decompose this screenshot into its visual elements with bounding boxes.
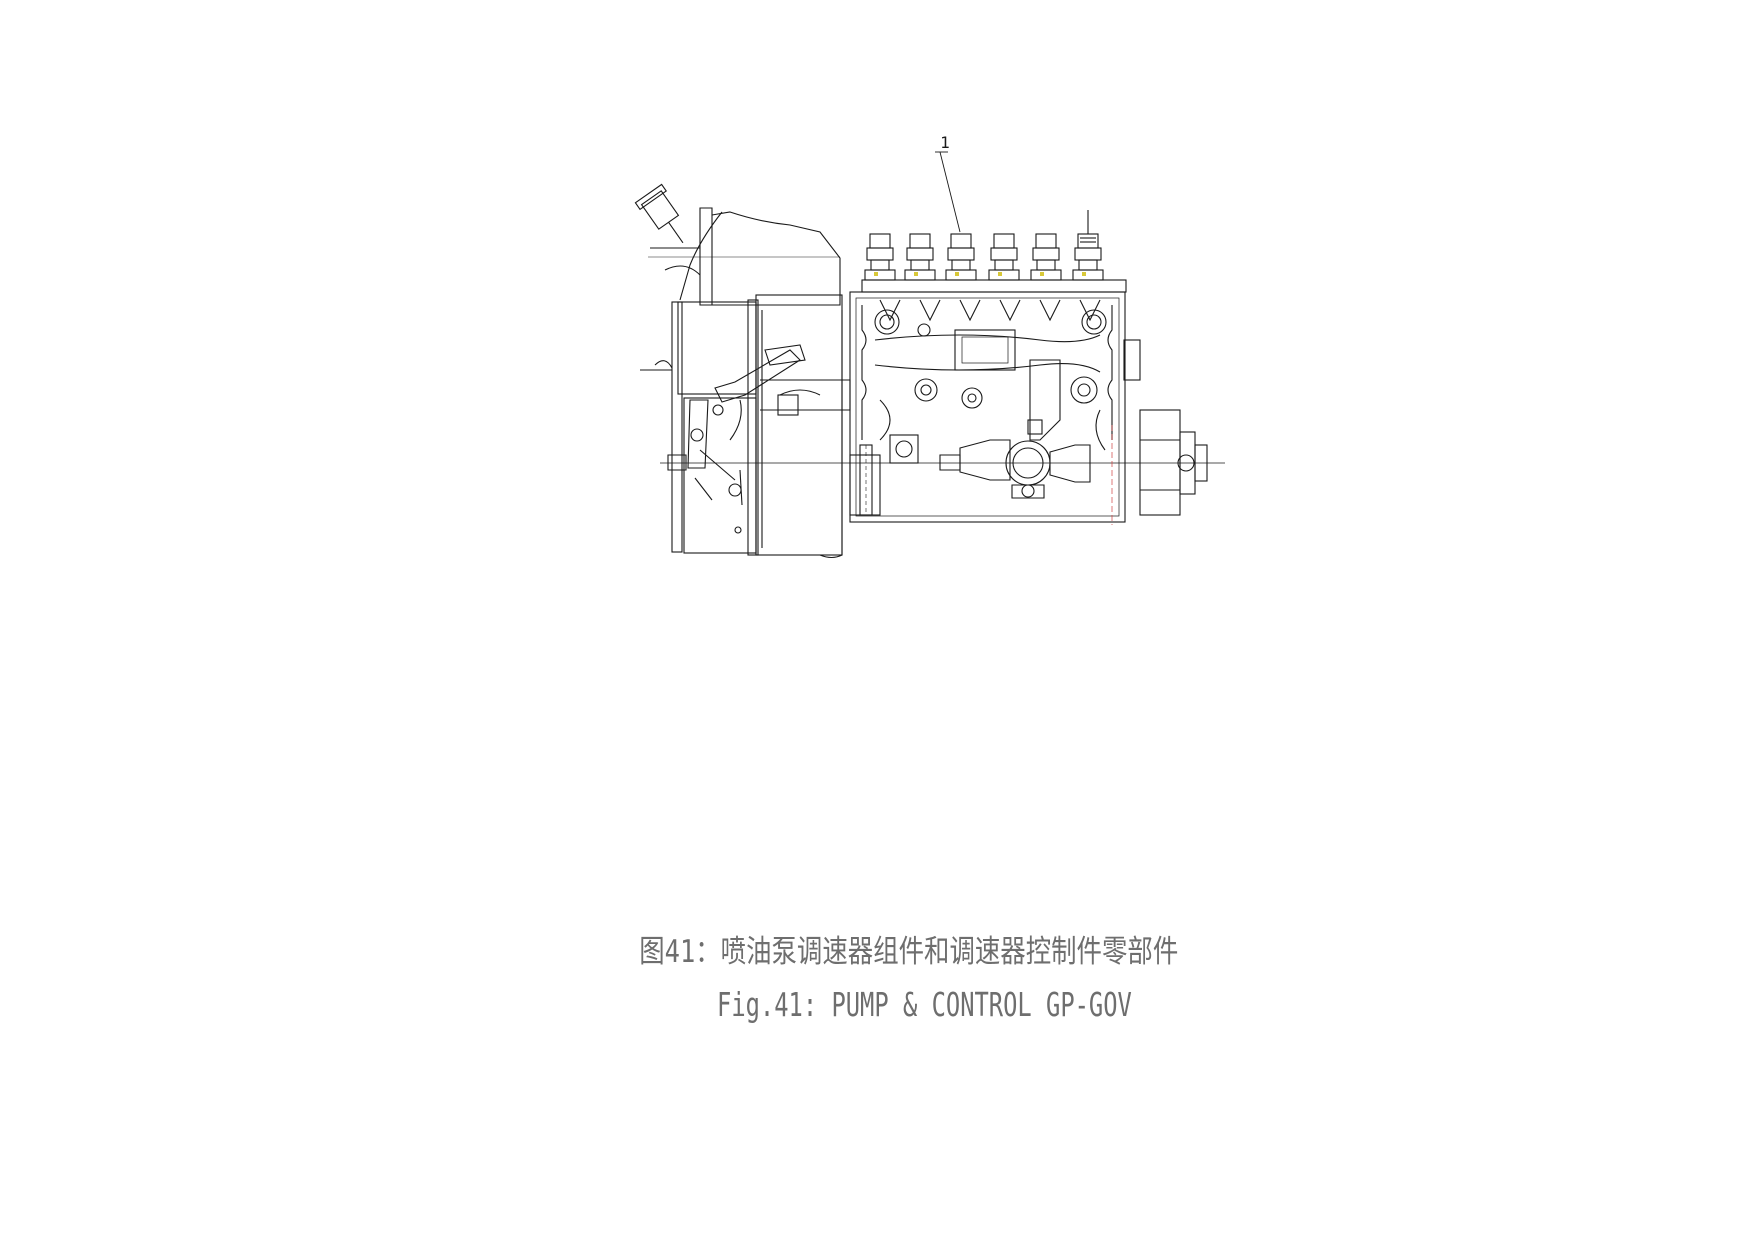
callout-1-label: 1 xyxy=(940,133,950,152)
figure-caption-english: Fig.41: PUMP & CONTROL GP-GOV xyxy=(717,985,1132,1024)
governor-housing xyxy=(634,183,851,559)
callout-1-leader xyxy=(939,151,961,233)
injection-pump-body xyxy=(849,210,1208,525)
figure-caption-chinese: 图41：喷油泵调速器组件和调速器控制件零部件 xyxy=(639,934,1179,970)
delivery-valve-fittings xyxy=(864,210,1104,281)
